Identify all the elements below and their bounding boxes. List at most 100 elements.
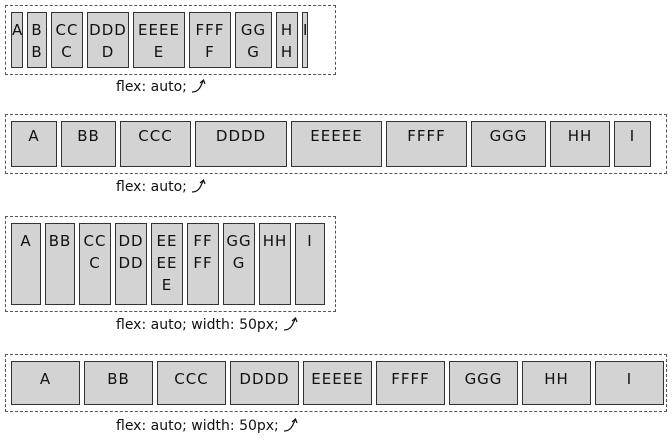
curved-arrow-icon [191,178,206,193]
flex-item: DD DD [115,223,147,305]
flex-item: FF FF [187,223,219,305]
flex-item-text: BB [48,232,72,250]
caption-text: flex: auto; [116,79,187,95]
flex-item: I [595,361,664,405]
caption-4: flex: auto; width: 50px; [116,417,301,434]
caption-text: flex: auto; width: 50px; [116,317,279,333]
flex-item-text: D [101,43,115,61]
flex-item: A [11,121,57,167]
flex-item-text: CCC [138,127,173,145]
flex-item-text: BB [107,370,130,388]
flex-item-text: EE [156,232,178,250]
flex-item: FFFF [376,361,445,405]
flex-item: FFFF [386,121,467,167]
flex-item-text: G [247,43,260,61]
flex-item-text: G [232,254,246,272]
flex-item: HH [259,223,291,305]
flex-item-text: GG [240,21,267,39]
curved-arrow-icon [283,316,298,331]
flex-item-text: GGG [489,127,528,145]
flex-item-text: I [303,21,308,39]
flex-item-text: E [153,43,165,61]
flex-item-text: HH [544,370,569,388]
flex-item: I [295,223,325,305]
flex-item-text: CC [55,21,79,39]
flex-item-text: C [61,43,73,61]
flex-item-text: HH [262,232,288,250]
flex-item-text: DDD [89,21,127,39]
flex-item-text: EE [156,254,178,272]
flex-item: HH [522,361,591,405]
curved-arrow-icon [191,78,206,93]
flex-item-text: I [629,127,636,145]
flex-item-text: A [20,232,32,250]
flex-item-text: A [12,21,23,39]
flex-item-text: I [626,370,633,388]
flex-item-text: GG [226,232,252,250]
flex-item-text: EEEEE [311,370,364,388]
flex-item: EEEEE [303,361,372,405]
flex-item-text: DDDD [239,370,290,388]
flex-item-text: FFFF [407,127,446,145]
caption-1: flex: auto; [116,78,209,95]
flex-item: BB [61,121,116,167]
flex-item-text: C [89,254,101,272]
flex-item-text: B [31,43,43,61]
caption-text: flex: auto; [116,179,187,195]
flex-item-text: A [39,370,52,388]
flex-container-2: A BB CCC DDDD EEEEE FFFF GGG HH I [5,114,667,174]
flex-item: CCC [120,121,191,167]
caption-text: flex: auto; width: 50px; [116,418,279,434]
flex-item: BB [84,361,153,405]
flex-item-text: FF [193,232,213,250]
flex-item: EEEEE [291,121,382,167]
flex-item: DDDD [230,361,299,405]
flex-item-text: CC [83,232,107,250]
curved-arrow-icon [283,417,298,432]
caption-2: flex: auto; [116,178,209,195]
caption-3: flex: auto; width: 50px; [116,316,301,333]
flex-item-text: FFFF [391,370,430,388]
flex-item-text: H [280,21,294,39]
flex-item-text: H [280,43,294,61]
flex-item-text: HH [567,127,593,145]
flex-item-text: I [307,232,313,250]
flex-item: BB [45,223,75,305]
flex-item-text: FF [193,254,213,272]
flex-item: CCC [157,361,226,405]
flex-item: I [614,121,651,167]
flex-item: GGG [449,361,518,405]
flex-item-text: BB [77,127,100,145]
flex-item: A [11,12,23,68]
flex-item: DDDD [195,121,287,167]
flex-item-text: EEEE [138,21,180,39]
flex-container-4: A BB CCC DDDD EEEEE FFFF GGG HH I [5,354,667,412]
flex-item: I [302,12,308,68]
flex-item: HH [550,121,610,167]
flex-item-text: FFF [195,21,225,39]
flex-item-text: DD [118,254,144,272]
flex-item: A [11,223,41,305]
flex-item: A [11,361,80,405]
flex-item-text: F [205,43,215,61]
flex-item-text: GGG [464,370,503,388]
flex-item: GGG [471,121,546,167]
flex-item-text: DDDD [215,127,267,145]
flex-item-text: A [28,127,40,145]
flex-item-text: E [161,276,173,294]
flex-item-text: CCC [174,370,209,388]
flex-item-text: B [31,21,43,39]
flex-item-text: DD [118,232,144,250]
